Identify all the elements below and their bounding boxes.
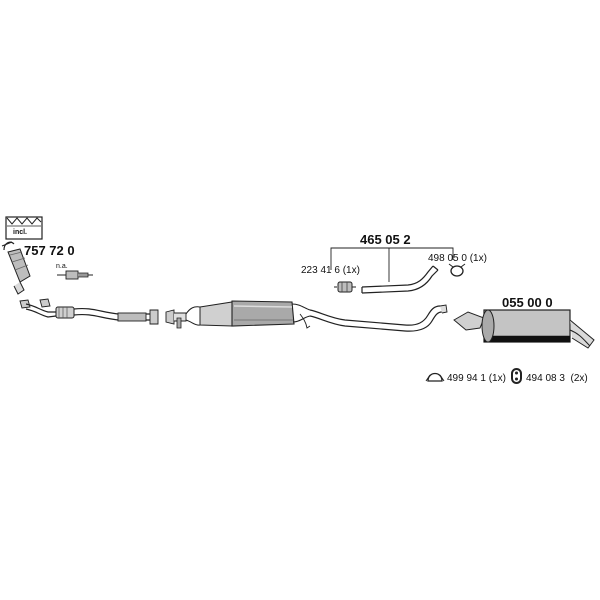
part-465-05-2: 465 05 2 bbox=[360, 232, 411, 247]
rear-muffler bbox=[453, 309, 595, 349]
incl-box-icon bbox=[5, 216, 43, 240]
center-muffler bbox=[199, 300, 311, 327]
na-label: n.a. bbox=[56, 263, 68, 270]
lambda-sensor bbox=[57, 270, 93, 280]
rubber-494-icon bbox=[511, 368, 522, 384]
incl-label: incl. bbox=[13, 229, 28, 236]
clamp-223-icon bbox=[334, 281, 356, 293]
kit-pipe bbox=[361, 265, 439, 294]
part-499-94-1: 499 94 1 (1x) bbox=[447, 373, 506, 384]
front-pipe bbox=[19, 298, 159, 325]
middle-connector bbox=[165, 306, 201, 329]
part-498-05-0: 498 05 0 (1x) bbox=[428, 253, 487, 264]
part-757-72-0: 757 72 0 bbox=[24, 243, 75, 258]
part-494-08-3: 494 08 3 (2x) bbox=[526, 373, 588, 384]
part-055-00-0: 055 00 0 bbox=[502, 295, 553, 310]
part-223-41-6: 223 41 6 (1x) bbox=[301, 265, 360, 276]
catalytic-converter bbox=[1, 241, 31, 295]
rear-pipe bbox=[299, 304, 448, 332]
kit-bracket bbox=[330, 247, 454, 282]
ring-499-icon bbox=[425, 372, 445, 382]
ring-clamp-498-icon bbox=[448, 263, 466, 277]
